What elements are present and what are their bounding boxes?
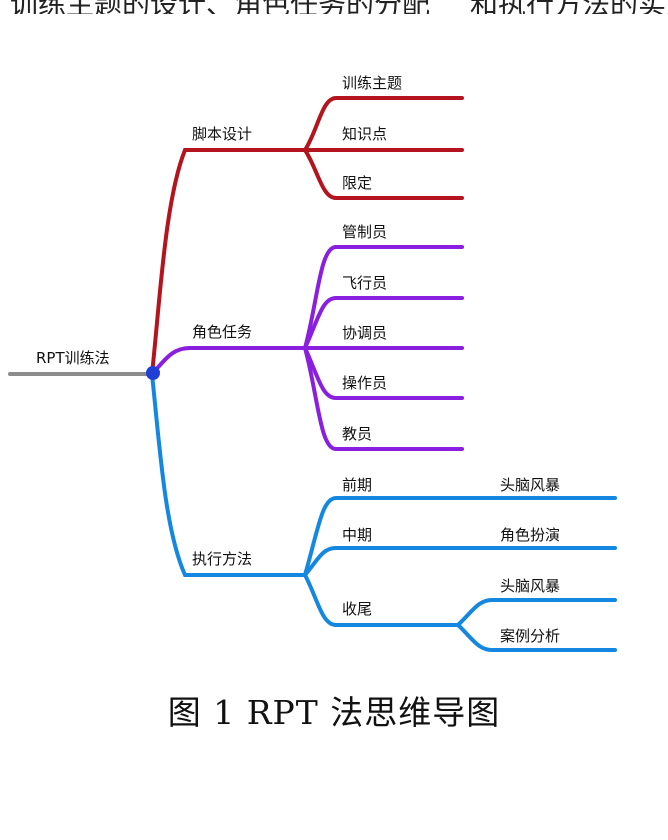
- sub-label: 前期: [342, 476, 372, 494]
- leaf-label: 头脑风暴: [500, 476, 560, 494]
- branch-connector: [150, 372, 307, 577]
- mind-map: RPT训练法 脚本设计 训练主题 知识点 限定 角色任务 管制员 飞行员 协调员…: [8, 74, 617, 652]
- cropped-text-fragment: 训练主题的设计、角色任务的分配: [10, 0, 430, 14]
- branch-execution-method: 执行方法 前期 头脑风暴 中期 角色扮演 收尾 头脑风暴 案例分析: [150, 372, 617, 652]
- figure-caption: 图 1 RPT 法思维导图: [167, 693, 501, 732]
- sub-connector: [303, 573, 460, 627]
- leaf-label: 教员: [342, 425, 372, 443]
- leaf-label: 训练主题: [342, 74, 402, 92]
- leaf-label: 头脑风暴: [500, 577, 560, 595]
- leaf-label: 飞行员: [342, 274, 387, 292]
- sub-label: 中期: [342, 526, 372, 544]
- root-hub-dot: [146, 366, 160, 380]
- branch-label-script: 脚本设计: [192, 125, 252, 143]
- sub-connector: [303, 546, 617, 577]
- leaf-connector: [303, 148, 464, 200]
- sub-label: 收尾: [342, 600, 372, 618]
- cropped-text-fragment: 和执行方法的实施: [470, 0, 668, 14]
- leaf-connector: [303, 296, 464, 350]
- branch-connector: [150, 346, 307, 376]
- leaf-label: 协调员: [342, 324, 387, 342]
- root-node-label: RPT训练法: [36, 349, 110, 367]
- branch-role-tasks: 角色任务 管制员 飞行员 协调员 操作员 教员: [150, 223, 464, 451]
- leaf-label: 角色扮演: [500, 526, 560, 544]
- branch-script-design: 脚本设计 训练主题 知识点 限定: [150, 74, 464, 376]
- leaf-connector: [456, 623, 617, 652]
- branch-connector: [150, 148, 307, 376]
- leaf-connector: [303, 346, 464, 451]
- leaf-connector: [303, 245, 464, 350]
- leaf-label: 限定: [342, 174, 372, 192]
- leaf-label: 知识点: [342, 125, 387, 143]
- leaf-connector: [456, 598, 617, 627]
- leaf-label: 操作员: [342, 374, 387, 392]
- leaf-label: 管制员: [342, 223, 387, 241]
- branch-label-method: 执行方法: [192, 550, 252, 568]
- sub-connector: [303, 496, 617, 577]
- cropped-text-strip: 训练主题的设计、角色任务的分配 和执行方法的实施: [0, 0, 668, 14]
- leaf-label: 案例分析: [500, 627, 560, 645]
- branch-label-roles: 角色任务: [192, 323, 252, 341]
- leaf-connector: [303, 96, 464, 152]
